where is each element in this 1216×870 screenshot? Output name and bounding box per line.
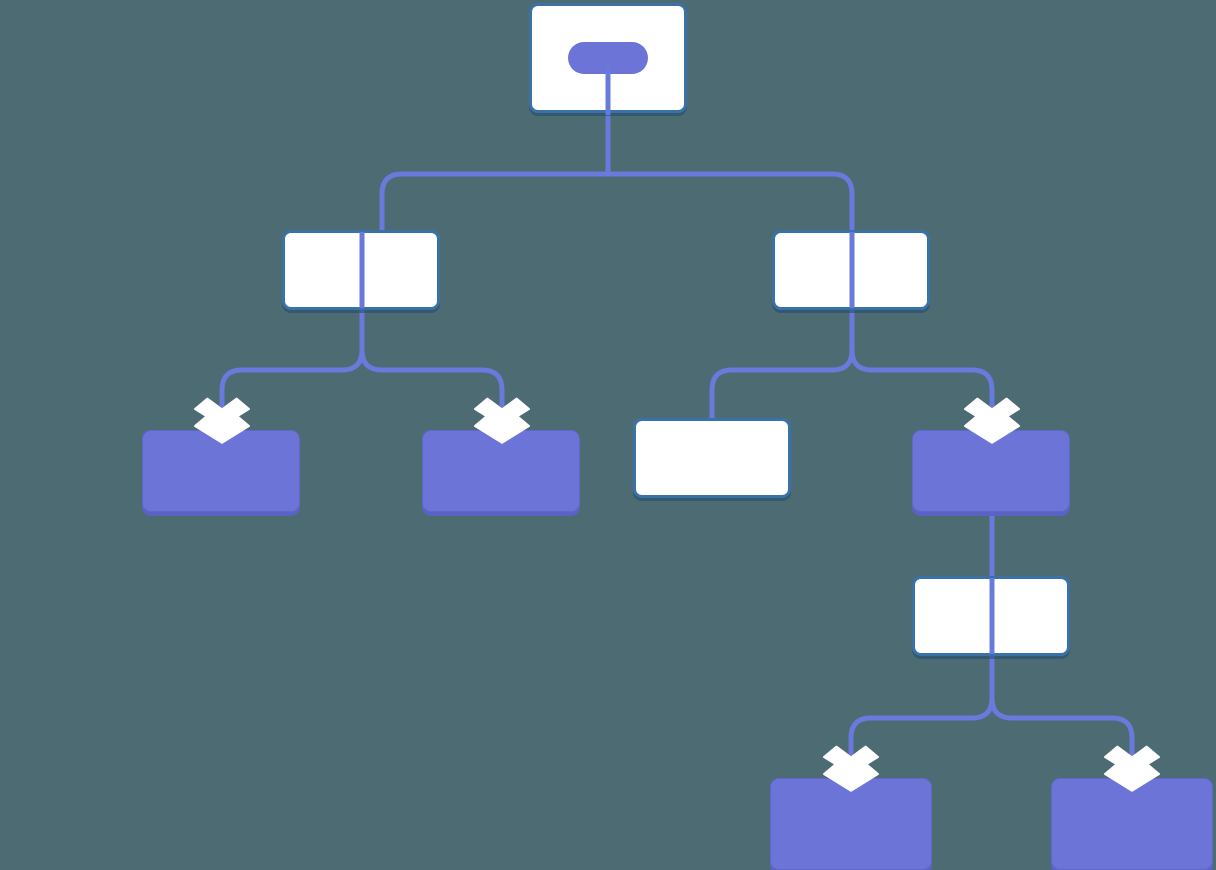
node-l4-a[interactable] <box>770 778 932 870</box>
chevron-upper <box>964 397 1020 427</box>
chevron-upper <box>823 745 879 775</box>
node-l3-a[interactable] <box>912 576 1070 656</box>
chevron-upper <box>194 397 250 427</box>
node-l2-d[interactable] <box>912 430 1070 512</box>
node-l1-right[interactable] <box>772 230 930 310</box>
node-l4-b[interactable] <box>1051 778 1213 870</box>
chevron-upper <box>474 397 530 427</box>
node-l2-b[interactable] <box>422 430 580 512</box>
node-root-pill <box>568 42 648 74</box>
node-l2-a[interactable] <box>142 430 300 512</box>
node-l1-left[interactable] <box>282 230 440 310</box>
chevron-upper <box>1104 745 1160 775</box>
node-l2-c[interactable] <box>633 418 791 498</box>
node-root[interactable] <box>529 3 687 113</box>
